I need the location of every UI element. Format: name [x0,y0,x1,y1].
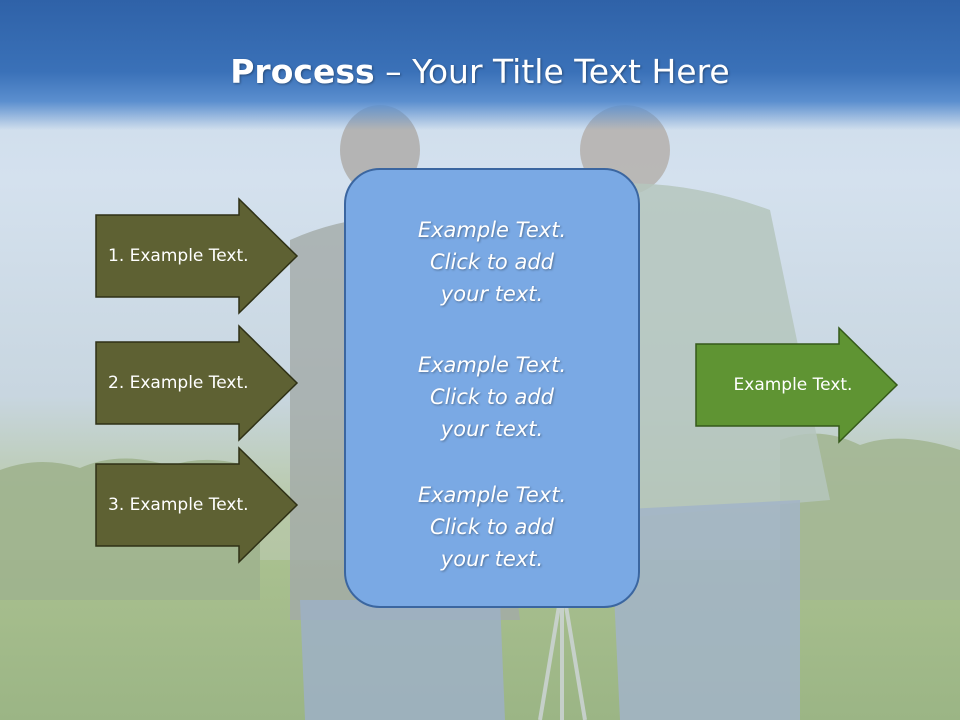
right-arrow[interactable]: Example Text. [695,326,899,444]
left-arrow-3-label: 3. Example Text. [108,495,249,515]
title-bold: Process [230,52,375,91]
left-arrow-1[interactable]: 1. Example Text. [95,197,299,315]
center-block-3-line-2: Click to add [429,515,554,539]
center-text-block-1: Example Text. Click to add your text. [346,214,638,310]
center-block-1-line-1: Example Text. [417,218,567,242]
center-block-3-line-1: Example Text. [417,483,567,507]
left-arrow-3[interactable]: 3. Example Text. [95,446,299,564]
center-block-2-line-3: your text. [440,417,544,441]
left-arrow-1-label: 1. Example Text. [108,246,249,266]
slide-title[interactable]: Process – Your Title Text Here [0,52,960,91]
center-block-3-line-3: your text. [440,547,544,571]
center-block-2-line-2: Click to add [429,385,554,409]
left-arrow-2-label: 2. Example Text. [108,373,249,393]
left-arrow-2[interactable]: 2. Example Text. [95,324,299,442]
title-bar [0,0,960,130]
right-arrow-label: Example Text. [733,375,853,395]
center-block-1-line-3: your text. [440,282,544,306]
title-separator: – [374,52,413,91]
center-text-block-2: Example Text. Click to add your text. [346,349,638,445]
title-rest: Your Title Text Here [412,52,730,91]
center-block-2-line-1: Example Text. [417,353,567,377]
center-text-box[interactable]: Example Text. Click to add your text. Ex… [344,168,640,608]
center-text-block-3: Example Text. Click to add your text. [346,479,638,575]
center-block-1-line-2: Click to add [429,250,554,274]
